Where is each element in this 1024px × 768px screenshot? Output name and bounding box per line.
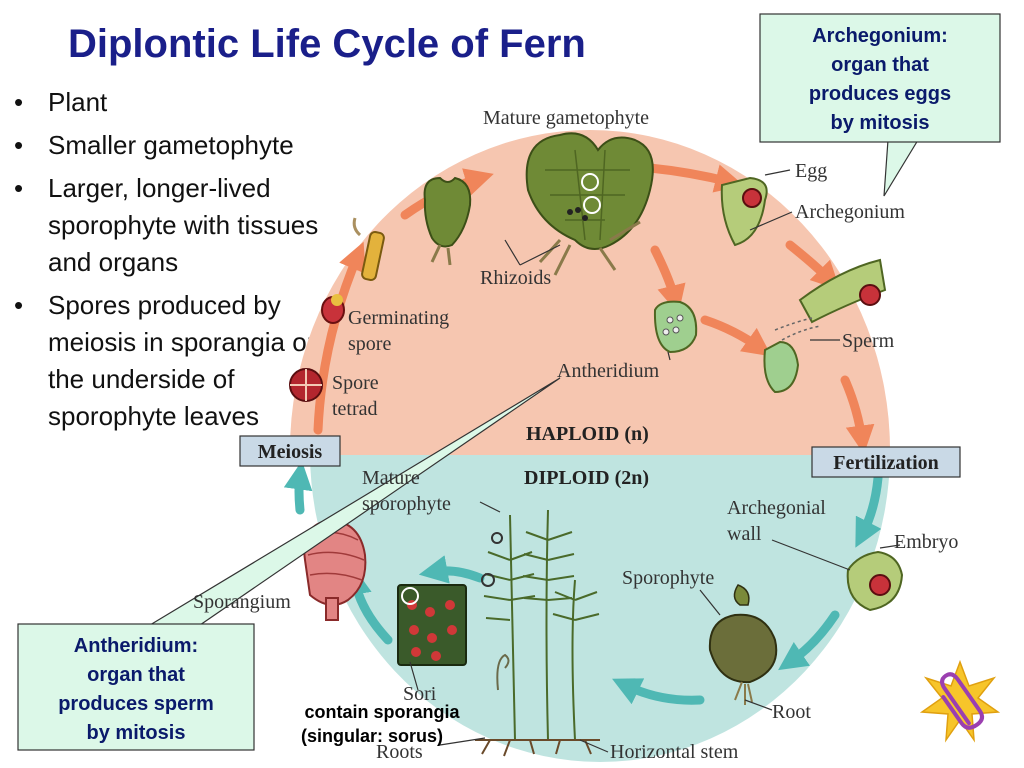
leader-lines	[409, 169, 901, 753]
embryo-illustration	[846, 550, 904, 612]
sori-note-line: contain sporangia	[304, 702, 460, 722]
archegonium-callout-line: by mitosis	[831, 112, 930, 134]
antheridium-callout-line: organ that	[87, 664, 185, 686]
label-antheridium: Antheridium	[557, 360, 660, 382]
young-gametophyte-illustration	[423, 176, 472, 266]
label-spore-tetrad: tetrad	[332, 398, 378, 420]
label-archegonium: Archegonium	[795, 201, 905, 223]
sori-note-line: (singular: sorus)	[301, 726, 443, 746]
sperm-archegonium-illustration	[774, 258, 887, 341]
archegonium-callout: Archegonium: organ that produces eggs by…	[759, 13, 1001, 143]
diploid-label: DIPLOID (2n)	[524, 467, 649, 489]
sori-illustration	[397, 584, 467, 666]
label-egg: Egg	[795, 160, 827, 182]
haploid-label: HAPLOID (n)	[526, 423, 649, 445]
paperclip-icon[interactable]	[934, 671, 985, 731]
label-sporophyte: Sporophyte	[622, 567, 714, 589]
label-spore-tetrad: Spore	[332, 372, 379, 394]
bullet-item: Spores produced by meiosis in sporangia …	[12, 287, 322, 435]
archegonium-callout-line: produces eggs	[809, 83, 951, 105]
page-title: Diplontic Life Cycle of Fern	[68, 22, 586, 66]
label-mature-sporophyte: sporophyte	[362, 493, 451, 515]
antheridium-callout-line: produces sperm	[58, 693, 214, 715]
label-embryo: Embryo	[894, 531, 958, 553]
young-sporophyte-illustration	[708, 584, 778, 705]
label-archegonial-wall: Archegonial	[727, 497, 826, 519]
label-sporangium: Sporangium	[193, 591, 291, 613]
bullet-list: Plant Smaller gametophyte Larger, longer…	[12, 84, 322, 441]
archegonium-callout-line: Archegonium:	[812, 25, 948, 47]
label-sperm: Sperm	[842, 330, 895, 352]
label-mature-sporophyte: Mature	[362, 467, 420, 489]
fertilization-label: Fertilization	[833, 452, 939, 474]
antheridium-callout: Antheridium: organ that produces sperm b…	[17, 623, 255, 751]
antheridium-illustration	[653, 300, 800, 394]
mature-sporophyte-illustration	[475, 509, 600, 757]
mature-gametophyte-illustration	[525, 132, 654, 276]
antheridium-callout-line: Antheridium:	[74, 635, 198, 657]
label-sori: Sori	[403, 683, 437, 705]
bullet-item: Plant	[12, 84, 322, 121]
haploid-arrows	[313, 163, 875, 455]
label-horizontal-stem: Horizontal stem	[610, 741, 739, 763]
star-burst-icon	[919, 659, 1001, 743]
germinating-spore-illustration	[321, 217, 385, 324]
archegonium-callout-line: organ that	[831, 54, 929, 76]
label-root: Root	[772, 701, 811, 723]
meiosis-label: Meiosis	[258, 441, 323, 463]
label-archegonial-wall: wall	[727, 523, 762, 545]
label-germinating-spore: Germinating	[348, 307, 449, 329]
spore-tetrad-illustration	[289, 368, 323, 402]
label-mature-gametophyte: Mature gametophyte	[483, 107, 649, 129]
bullet-item: Larger, longer-lived sporophyte with tis…	[12, 170, 322, 281]
archegonium-callout-pointer	[883, 139, 920, 197]
label-roots: Roots	[376, 741, 423, 763]
bullet-item: Smaller gametophyte	[12, 127, 322, 164]
label-germinating-spore: spore	[348, 333, 391, 355]
label-rhizoids: Rhizoids	[480, 267, 551, 289]
antheridium-callout-line: by mitosis	[87, 722, 186, 744]
fertilization-box: Fertilization	[811, 446, 961, 478]
meiosis-box: Meiosis	[239, 435, 341, 467]
